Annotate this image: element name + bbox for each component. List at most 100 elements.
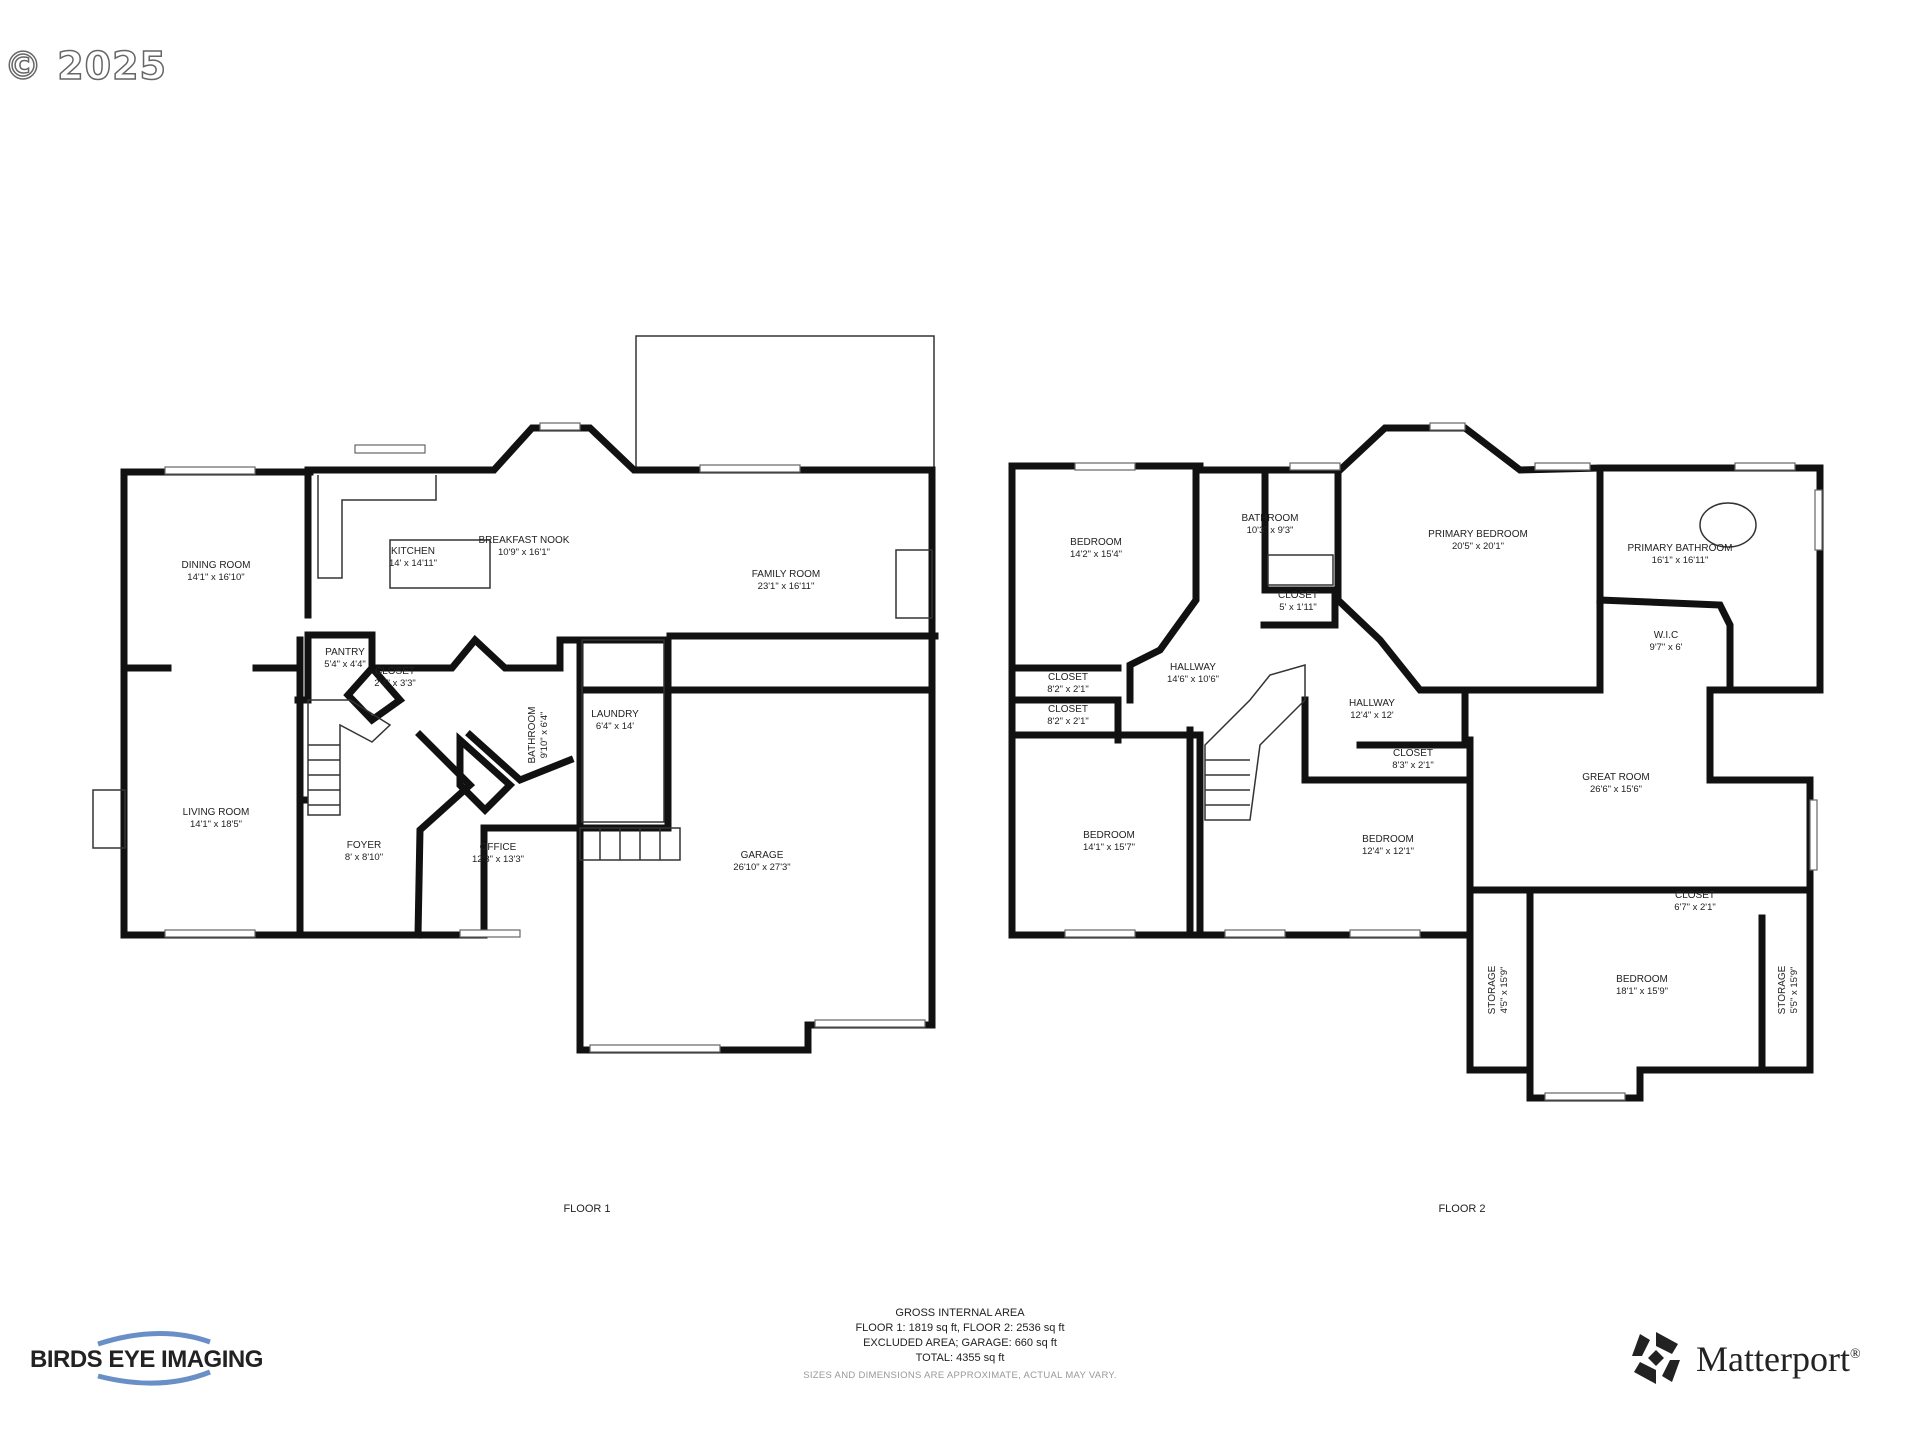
disclaimer: SIZES AND DIMENSIONS ARE APPROXIMATE, AC…: [803, 1370, 1117, 1381]
room-dimensions: 6'4" x 14': [596, 721, 634, 732]
area-line-3: TOTAL: 4355 sq ft: [915, 1352, 1005, 1364]
stairs: [1204, 664, 1306, 821]
matterport-text: Matterport®: [1696, 1338, 1861, 1380]
room-name: W.I.C: [1654, 630, 1678, 641]
room-name: LAUNDRY: [591, 709, 639, 720]
stairs: [307, 699, 681, 861]
floor-1-label: FLOOR 1: [563, 1203, 610, 1215]
room-dimensions: 2'4" x 3'3": [374, 678, 416, 689]
room-dimensions: 14'1" x 15'7": [1083, 842, 1135, 853]
room-name: CLOSET: [1393, 748, 1433, 759]
room-dimensions: 8'2" x 2'1": [1047, 716, 1089, 727]
room-name: BEDROOM: [1070, 537, 1122, 548]
room-name: HALLWAY: [1170, 662, 1216, 673]
primary-tub: [1699, 502, 1757, 548]
room-dimensions: 8' x 8'10": [345, 852, 383, 863]
room-dimensions: 12'3" x 13'3": [472, 854, 524, 865]
room-dimensions: 8'2" x 2'1": [1047, 684, 1089, 695]
room-name: CLOSET: [1048, 704, 1088, 715]
room-name: DINING ROOM: [182, 560, 251, 571]
room-name: CLOSET: [1048, 672, 1088, 683]
room-dimensions: 26'6" x 15'6": [1590, 784, 1642, 795]
registered-mark: ®: [1849, 1347, 1861, 1362]
gross-area-block: GROSS INTERNAL AREA FLOOR 1: 1819 sq ft,…: [760, 1306, 1160, 1366]
room-dimensions: 23'1" x 16'11": [758, 581, 815, 592]
floor-2-plan: [1008, 422, 1824, 1102]
floor-1-plan: [92, 335, 939, 1054]
room-name: FAMILY ROOM: [752, 569, 821, 580]
copyright-watermark: © 2025: [3, 43, 167, 89]
room-name: BEDROOM: [1362, 834, 1414, 845]
room-name: CLOSET: [375, 666, 415, 677]
room-dimensions: 5'4" x 4'4": [324, 659, 366, 670]
windows: [1064, 422, 1823, 1101]
room-dimensions: 14'1" x 18'5": [190, 819, 242, 830]
room-name: LIVING ROOM: [183, 807, 250, 818]
room-name: GREAT ROOM: [1582, 772, 1649, 783]
room-dimensions: 5'5" x 15'9": [1789, 967, 1800, 1014]
room-name: PRIMARY BATHROOM: [1627, 543, 1732, 554]
room-name: CLOSET: [1278, 590, 1318, 601]
room-name: KITCHEN: [391, 546, 435, 557]
matterport-logo: Matterport®: [1628, 1330, 1908, 1386]
room-dimensions: 20'5" x 20'1": [1452, 541, 1504, 552]
deck-outline: [635, 335, 935, 471]
room-dimensions: 18'1" x 15'9": [1616, 986, 1668, 997]
room-name: CLOSET: [1675, 890, 1715, 901]
room-dimensions: 26'10" x 27'3": [733, 862, 790, 873]
room-name: BATHROOM: [1241, 513, 1298, 524]
windows: [164, 422, 926, 1053]
matterport-wordmark: Matterport: [1696, 1339, 1850, 1379]
birds-eye-imaging-text: BIRDS EYE IMAGING: [30, 1346, 263, 1373]
room-dimensions: 5' x 1'11": [1279, 602, 1316, 613]
room-label: W.I.C9'7" x 6': [1650, 630, 1683, 653]
floor-2-label: FLOOR 2: [1438, 1203, 1485, 1215]
room-name: HALLWAY: [1349, 698, 1395, 709]
room-name: OFFICE: [480, 842, 517, 853]
matterport-mark-icon: [1632, 1332, 1680, 1384]
area-line-2: EXCLUDED AREA; GARAGE: 660 sq ft: [863, 1337, 1057, 1349]
room-dimensions: 14'1" x 16'10": [187, 572, 244, 583]
room-dimensions: 4'5" x 15'9": [1499, 967, 1510, 1014]
area-line-1: FLOOR 1: 1819 sq ft, FLOOR 2: 2536 sq ft: [855, 1322, 1065, 1334]
room-name: STORAGE: [1487, 965, 1498, 1014]
logo-swoosh-icon: [97, 1330, 211, 1386]
room-name: GARAGE: [741, 850, 784, 861]
room-dimensions: 6'7" x 2'1": [1674, 902, 1716, 913]
room-dimensions: 14' x 14'11": [389, 558, 437, 569]
room-name: BEDROOM: [1083, 830, 1135, 841]
room-dimensions: 12'4" x 12': [1350, 710, 1394, 721]
room-name: PRIMARY BEDROOM: [1428, 529, 1528, 540]
room-dimensions: 12'4" x 12'1": [1362, 846, 1414, 857]
kitchen-island: [389, 539, 491, 589]
room-dimensions: 8'3" x 2'1": [1392, 760, 1434, 771]
room-name: PANTRY: [325, 647, 365, 658]
room-dimensions: 10'3" x 9'3": [1247, 525, 1294, 536]
floor1-outer-wall: [120, 424, 936, 939]
